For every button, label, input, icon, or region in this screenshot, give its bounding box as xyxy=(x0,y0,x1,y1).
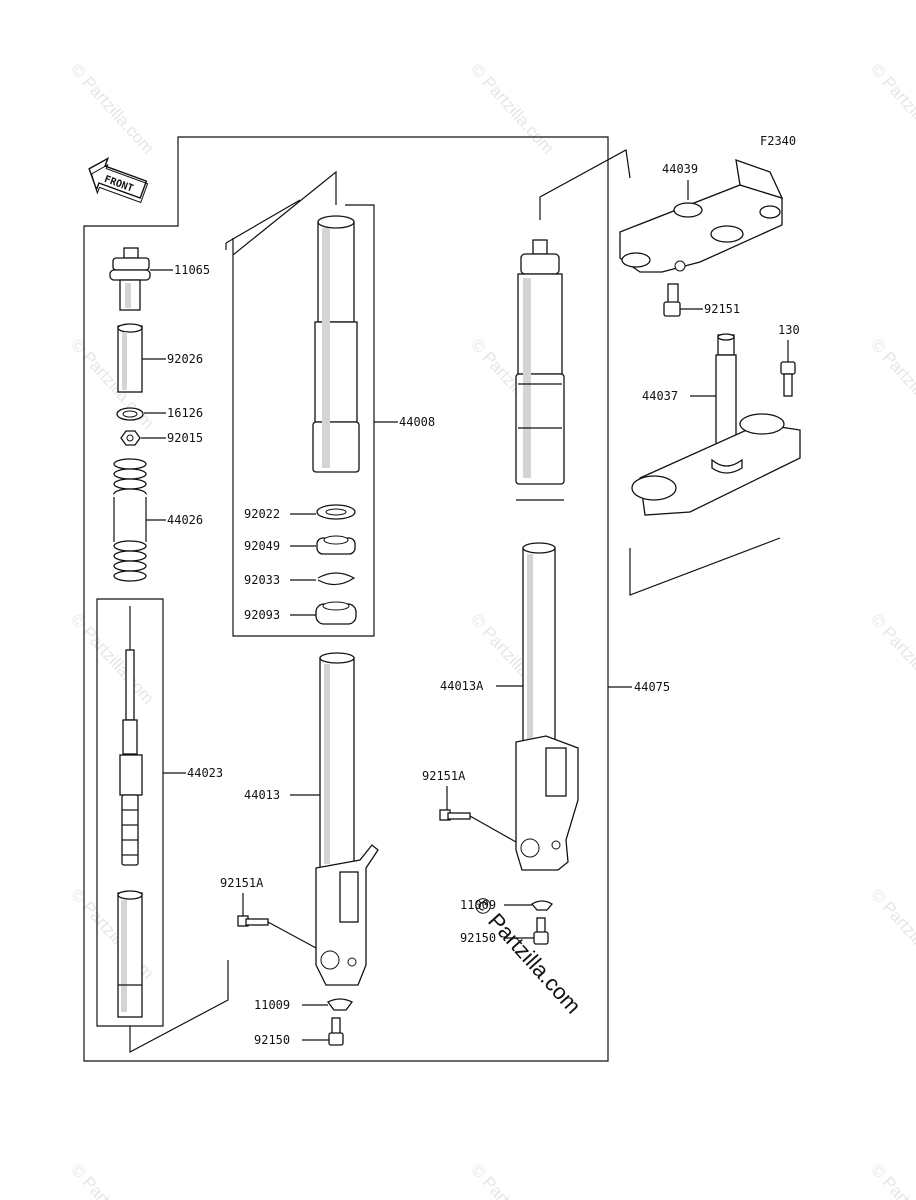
fork-assembly xyxy=(515,239,565,501)
front-arrow-icon: FRONT xyxy=(88,157,149,204)
dust-seal xyxy=(315,601,357,625)
fork-spring xyxy=(113,458,147,582)
watermark: © Partzilla.com xyxy=(867,335,916,433)
part-label: 92150 xyxy=(460,931,496,945)
part-label: 130 xyxy=(778,323,800,337)
part-label: 92151A xyxy=(422,769,466,783)
part-label: 16126 xyxy=(167,406,203,420)
top-cap-bolt xyxy=(109,247,151,311)
washer-small xyxy=(327,998,353,1011)
watermark: © Partzilla.com xyxy=(67,610,158,708)
watermark: © Partzilla.com xyxy=(467,60,558,158)
part-label: 11065 xyxy=(174,263,210,277)
part-label: 92026 xyxy=(167,352,203,366)
axle-clamp-bolt xyxy=(328,1017,344,1046)
part-label: 92150 xyxy=(254,1033,290,1047)
watermark: © Partzilla.com xyxy=(867,1160,916,1200)
steering-stem xyxy=(631,333,801,516)
watermark: © Partzilla.com xyxy=(867,60,916,158)
watermark: © Partzilla.com xyxy=(67,885,158,983)
part-label: 92151A xyxy=(220,876,264,890)
part-label: 92033 xyxy=(244,573,280,587)
part-label: 44039 xyxy=(662,162,698,176)
watermark: © Partzilla.com xyxy=(867,610,916,708)
spacer-collar xyxy=(117,323,143,393)
outer-tube xyxy=(312,215,360,473)
outer-tube-group-box xyxy=(232,204,375,637)
assembly-outline xyxy=(83,136,609,1062)
inner-tube xyxy=(315,652,379,986)
part-label: 44075 xyxy=(634,680,670,694)
watermark: © Partzilla.com xyxy=(467,1160,558,1200)
inner-tube-right xyxy=(515,542,579,871)
part-label: 92093 xyxy=(244,608,280,622)
watermark-layer: © Partzilla.com © Partzilla.com © Partzi… xyxy=(67,60,916,1200)
nut xyxy=(120,430,141,446)
part-label: 11009 xyxy=(460,898,496,912)
leader-line xyxy=(629,537,781,596)
leader-line xyxy=(232,170,337,256)
part-label: 44037 xyxy=(642,389,678,403)
retaining-clip xyxy=(317,572,356,586)
part-label: 44026 xyxy=(167,513,203,527)
part-label: 44023 xyxy=(187,766,223,780)
washer xyxy=(316,504,356,520)
part-labels: 11065 92026 16126 92015 44026 44023 4400… xyxy=(167,162,800,1047)
part-label: 92151 xyxy=(704,302,740,316)
part-label: 44008 xyxy=(399,415,435,429)
part-label: 92049 xyxy=(244,539,280,553)
clamp-bolt xyxy=(663,283,681,317)
part-label: 44013A xyxy=(440,679,484,693)
watermark: © Partzilla.com xyxy=(67,1160,158,1200)
washer-small-right xyxy=(531,900,553,911)
part-label: 44013 xyxy=(244,788,280,802)
part-label: 92015 xyxy=(167,431,203,445)
part-label: 92022 xyxy=(244,507,280,521)
top-bolt xyxy=(780,361,796,397)
diagram-code: F2340 xyxy=(760,134,796,148)
watermark: © Partzilla.com xyxy=(67,335,158,433)
leader-line xyxy=(225,199,301,250)
upper-triple-clamp xyxy=(619,159,784,273)
spring-seat xyxy=(116,407,144,421)
axle-clamp-bolt-right xyxy=(533,917,549,945)
damper-cartridge xyxy=(117,606,143,1018)
watermark: © Partzilla.com xyxy=(67,60,158,158)
leader-line xyxy=(129,960,229,1053)
cartridge-group-box xyxy=(96,598,164,1027)
oil-seal xyxy=(316,535,356,555)
pinch-bolt-right xyxy=(439,809,517,843)
watermark: © Partzilla.com xyxy=(867,885,916,983)
leader-line xyxy=(539,149,631,220)
part-label: 11009 xyxy=(254,998,290,1012)
pinch-bolt xyxy=(237,915,317,949)
